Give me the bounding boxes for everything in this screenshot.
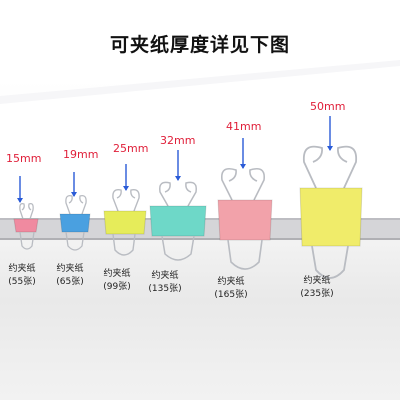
size-label-41mm: 41mm	[226, 120, 262, 133]
capacity-count: (99张)	[103, 282, 131, 292]
capacity-count: (65张)	[56, 277, 84, 287]
size-label-32mm: 32mm	[160, 134, 196, 147]
capacity-count: (235张)	[300, 289, 334, 299]
capacity-note-19mm: 约夹纸 (65张)	[48, 263, 92, 289]
capacity-note-label: 约夹纸	[56, 264, 84, 274]
capacity-count: (135张)	[148, 284, 182, 294]
capacity-note-25mm: 约夹纸 (99张)	[94, 268, 140, 294]
size-label-50mm: 50mm	[310, 100, 346, 113]
capacity-note-label: 约夹纸	[151, 271, 179, 281]
capacity-note-50mm: 约夹纸 (235张)	[290, 275, 344, 301]
capacity-note-label: 约夹纸	[303, 276, 331, 286]
size-label-15mm: 15mm	[6, 152, 42, 165]
capacity-note-41mm: 约夹纸 (165张)	[206, 276, 256, 302]
capacity-note-15mm: 约夹纸 (55张)	[0, 263, 44, 289]
capacity-count: (165张)	[214, 290, 248, 300]
capacity-count: (55张)	[8, 277, 36, 287]
capacity-note-label: 约夹纸	[103, 269, 131, 279]
page-title: 可夹纸厚度详见下图	[109, 34, 290, 56]
capacity-note-label: 约夹纸	[217, 277, 245, 287]
capacity-note-label: 约夹纸	[8, 264, 36, 274]
size-label-25mm: 25mm	[113, 142, 149, 155]
capacity-note-32mm: 约夹纸 (135张)	[141, 270, 189, 296]
size-label-19mm: 19mm	[63, 148, 99, 161]
